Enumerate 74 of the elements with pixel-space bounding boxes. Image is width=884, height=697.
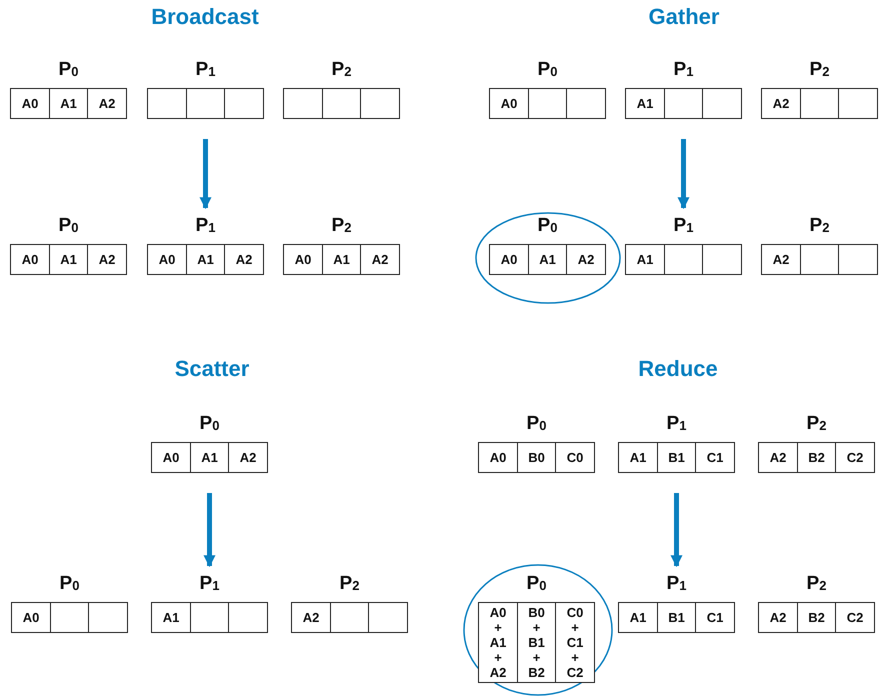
array-cell	[88, 602, 128, 633]
array-cell: C0 + C1 + C2	[555, 602, 595, 683]
array-cell: B0 + B1 + B2	[516, 602, 556, 683]
array-cell: A2	[228, 442, 268, 473]
array-cell: B1	[656, 442, 696, 473]
array-cell: A1	[618, 442, 658, 473]
panel-title: Gather	[648, 4, 720, 30]
array-cell: A1	[186, 244, 226, 275]
array-cell	[800, 244, 840, 275]
array-cell	[322, 88, 362, 119]
array-cell: C1	[695, 442, 735, 473]
panel-title: Reduce	[638, 356, 718, 382]
arrow	[678, 139, 690, 210]
array-cell: A0	[489, 244, 529, 275]
array-cell: C2	[835, 602, 875, 633]
array-cell: A0	[478, 442, 518, 473]
array-cell: A2	[761, 244, 801, 275]
array-cell: B2	[796, 602, 836, 633]
array-cell	[566, 88, 606, 119]
array-cell: A1	[625, 88, 665, 119]
array-cell: A1	[48, 244, 88, 275]
array-cell: A2	[224, 244, 264, 275]
array-cell: A1	[151, 602, 191, 633]
array-cell	[228, 602, 268, 633]
array-cell	[190, 602, 230, 633]
array-cell: A0 + A1 + A2	[478, 602, 518, 683]
array-cell: A2	[87, 88, 127, 119]
array-cell	[283, 88, 323, 119]
panel-title: Scatter	[174, 356, 250, 382]
array-cell: A1	[48, 88, 88, 119]
array-cell: A2	[758, 442, 798, 473]
array-cell: A2	[360, 244, 400, 275]
array-cell	[838, 244, 878, 275]
array-cell	[147, 88, 187, 119]
array-cell: A1	[528, 244, 568, 275]
arrow	[204, 493, 216, 568]
array-cell	[368, 602, 408, 633]
array-cell	[664, 244, 704, 275]
array-cell	[702, 88, 742, 119]
array-cell	[186, 88, 226, 119]
array-cell: A1	[322, 244, 362, 275]
array-cell	[50, 602, 90, 633]
array-cell: A0	[10, 88, 50, 119]
array-cell	[702, 244, 742, 275]
array-cell: A0	[283, 244, 323, 275]
array-cell: A2	[87, 244, 127, 275]
array-cell: A0	[10, 244, 50, 275]
array-cell	[838, 88, 878, 119]
panel-title: Broadcast	[151, 4, 259, 30]
array-cell	[664, 88, 704, 119]
array-cell: A1	[190, 442, 230, 473]
array-cell: B2	[796, 442, 836, 473]
array-cell	[360, 88, 400, 119]
array-cell: B1	[656, 602, 696, 633]
array-cell: C0	[555, 442, 595, 473]
array-cell: A0	[147, 244, 187, 275]
array-cell: A0	[151, 442, 191, 473]
array-cell: C2	[835, 442, 875, 473]
array-cell: A2	[566, 244, 606, 275]
array-cell: A0	[11, 602, 51, 633]
arrow	[670, 493, 682, 568]
arrow	[200, 139, 212, 210]
array-cell: A1	[625, 244, 665, 275]
array-cell	[800, 88, 840, 119]
array-cell: A0	[489, 88, 529, 119]
array-cell: A1	[618, 602, 658, 633]
array-cell	[330, 602, 370, 633]
array-cell: A2	[291, 602, 331, 633]
array-cell: A2	[761, 88, 801, 119]
array-cell	[224, 88, 264, 119]
array-cell: A2	[758, 602, 798, 633]
array-cell	[528, 88, 568, 119]
array-cell: B0	[516, 442, 556, 473]
array-cell: C1	[695, 602, 735, 633]
